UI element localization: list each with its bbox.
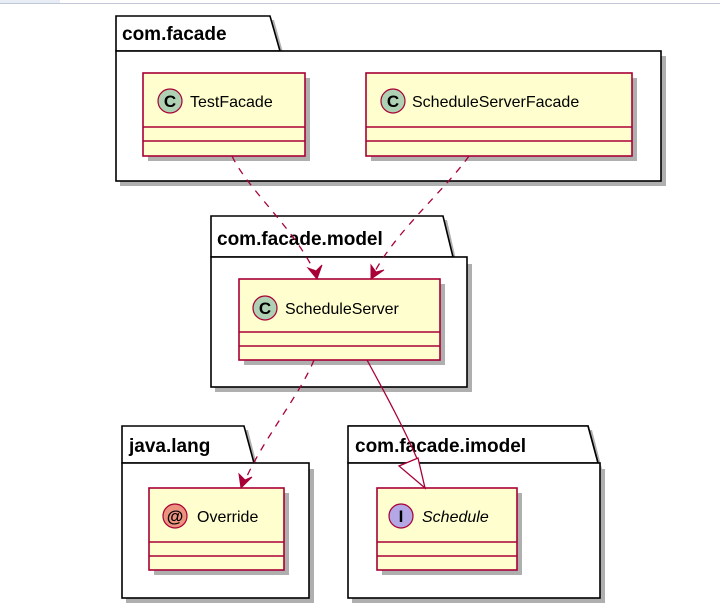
annotation-override[interactable]: @ Override: [148, 487, 289, 575]
class-name: Schedule: [422, 509, 489, 526]
package-title: com.facade: [122, 24, 227, 45]
class-schedule-server-facade[interactable]: C ScheduleServerFacade: [365, 72, 637, 161]
interface-badge-icon: [388, 503, 414, 529]
class-badge-icon: [157, 88, 183, 114]
package-title: java.lang: [128, 436, 210, 457]
annotation-badge-icon: [162, 503, 188, 529]
class-name: ScheduleServerFacade: [412, 94, 579, 111]
interface-badge-letter: I: [399, 507, 404, 526]
interface-schedule[interactable]: I Schedule: [376, 487, 522, 575]
class-schedule-server[interactable]: C ScheduleServer: [238, 278, 445, 365]
dependency-scheduleserver-override: [238, 359, 315, 490]
class-badge-icon: [380, 88, 406, 114]
class-name: TestFacade: [190, 94, 273, 111]
realization-scheduleserver-schedule: [366, 359, 427, 490]
annotation-badge-letter: @: [167, 507, 184, 526]
class-badge-letter: C: [259, 299, 271, 318]
class-badge-icon: [252, 295, 278, 321]
class-name: ScheduleServer: [285, 301, 400, 318]
class-name: Override: [197, 509, 258, 526]
class-badge-letter: C: [387, 92, 399, 111]
class-test-facade[interactable]: C TestFacade: [142, 72, 310, 161]
dependency-testfacade-scheduleserver: [231, 155, 323, 281]
class-badge-letter: C: [164, 92, 176, 111]
package-title: com.facade.imodel: [355, 436, 526, 457]
window-edge-tab: [0, 0, 60, 3]
dependency-facade-scheduleserver: [370, 155, 470, 280]
package-title: com.facade.model: [217, 229, 383, 250]
